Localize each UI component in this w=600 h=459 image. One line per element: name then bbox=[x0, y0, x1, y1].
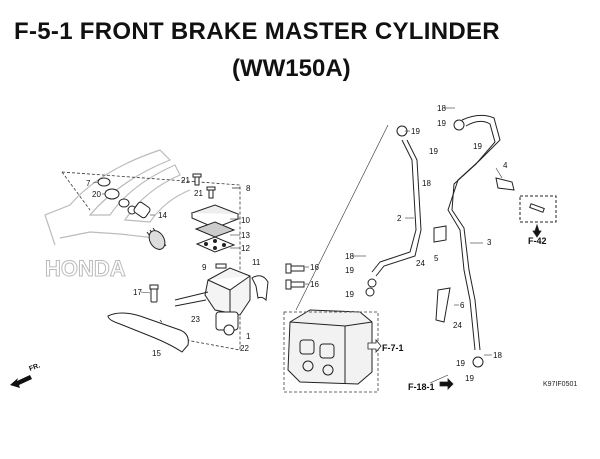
part-label-19a: 19 bbox=[411, 127, 420, 136]
honda-wing-logo: HONDA bbox=[44, 149, 191, 282]
part-label-18c: 18 bbox=[345, 252, 354, 261]
page-subtitle: (WW150A) bbox=[232, 55, 351, 82]
page-title: F-5-1 FRONT BRAKE MASTER CYLINDER bbox=[14, 18, 500, 45]
part-label-22: 22 bbox=[240, 344, 249, 353]
part-label-21a: 21 bbox=[181, 176, 190, 185]
part-label-24b: 24 bbox=[453, 321, 462, 330]
part-label-9: 9 bbox=[202, 263, 207, 272]
part-label-16b: 16 bbox=[310, 280, 319, 289]
hose-fitting-11 bbox=[251, 275, 269, 302]
part-label-15: 15 bbox=[152, 349, 161, 358]
part-label-4: 4 bbox=[503, 161, 508, 170]
reservoir-cap-stack bbox=[190, 204, 240, 253]
front-direction-arrow-icon bbox=[10, 375, 32, 388]
ref-fr: FR. bbox=[28, 362, 41, 372]
ref-f181[interactable]: F-18-1 bbox=[408, 382, 435, 392]
part-label-19b: 19 bbox=[437, 119, 446, 128]
part-label-2: 2 bbox=[397, 214, 402, 223]
part-label-19f: 19 bbox=[345, 290, 354, 299]
master-cylinder-body bbox=[174, 267, 251, 336]
part-label-19d: 19 bbox=[473, 142, 482, 151]
ref-f42[interactable]: F-42 bbox=[528, 236, 547, 246]
part-label-20: 20 bbox=[92, 190, 101, 199]
ref-arrows bbox=[367, 223, 542, 390]
bolts-16 bbox=[285, 263, 305, 290]
diagram-ref-code: K97IF0501 bbox=[543, 381, 578, 388]
part-label-23: 23 bbox=[191, 315, 200, 324]
brake-hose-2 bbox=[365, 125, 422, 297]
brake-lever-15 bbox=[107, 312, 189, 353]
bolt-f42 bbox=[519, 195, 557, 223]
part-label-1: 1 bbox=[246, 332, 251, 341]
part-label-5: 5 bbox=[434, 254, 439, 263]
part-label-7: 7 bbox=[86, 179, 91, 188]
part-label-18a: 18 bbox=[437, 104, 446, 113]
clamps bbox=[433, 177, 515, 323]
part-label-18b: 18 bbox=[422, 179, 431, 188]
part-label-11: 11 bbox=[252, 258, 261, 267]
ref-f71[interactable]: F-7-1 bbox=[382, 343, 404, 353]
part-label-17: 17 bbox=[133, 288, 142, 297]
part-label-19g: 19 bbox=[456, 359, 465, 368]
part-label-18d: 18 bbox=[493, 351, 502, 360]
part-label-19e: 19 bbox=[345, 266, 354, 275]
pivot-bolt-17 bbox=[149, 284, 159, 303]
part-label-8: 8 bbox=[246, 184, 251, 193]
brake-hose-3 bbox=[447, 114, 501, 368]
part-label-19h: 19 bbox=[465, 374, 474, 383]
part-label-6: 6 bbox=[460, 301, 465, 310]
part-label-3: 3 bbox=[487, 238, 492, 247]
part-label-24a: 24 bbox=[416, 259, 425, 268]
part-label-21b: 21 bbox=[194, 189, 203, 198]
piston-assembly bbox=[97, 177, 167, 251]
honda-wordmark: HONDA bbox=[45, 256, 126, 281]
part-label-12: 12 bbox=[241, 244, 250, 253]
part-label-13: 13 bbox=[241, 231, 250, 240]
screws-21 bbox=[192, 173, 216, 199]
part-label-14: 14 bbox=[158, 211, 167, 220]
screw-9 bbox=[215, 263, 227, 269]
abs-modulator bbox=[283, 309, 379, 393]
part-label-16a: 16 bbox=[310, 263, 319, 272]
part-label-19c: 19 bbox=[429, 147, 438, 156]
part-label-10: 10 bbox=[241, 216, 250, 225]
